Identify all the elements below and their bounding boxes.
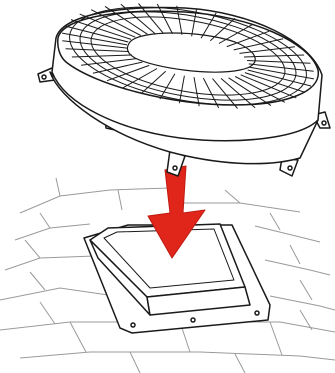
screw (255, 311, 259, 315)
screw (191, 318, 195, 322)
screw (131, 323, 135, 327)
